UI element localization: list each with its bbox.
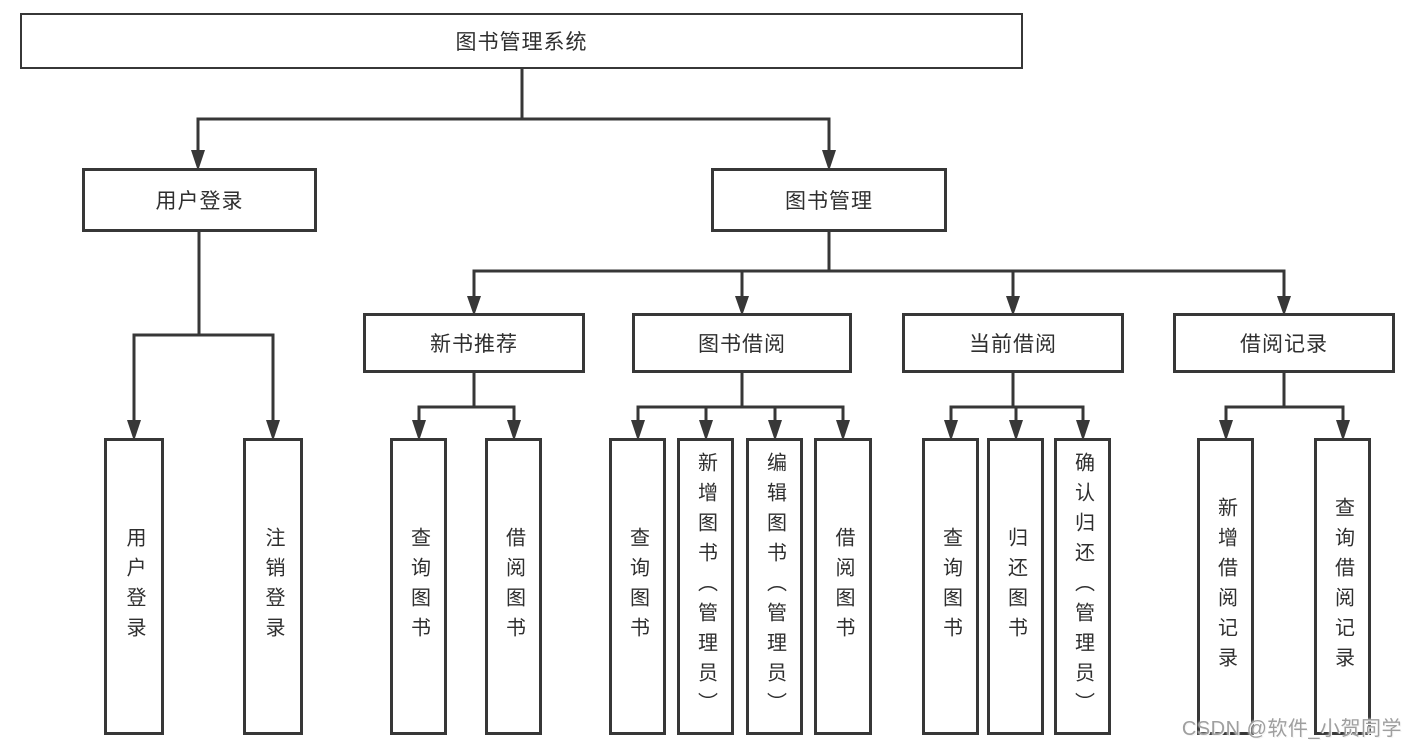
node-label: 注销登录 [262,526,284,647]
node-label: 借阅图书 [502,526,525,647]
leaf-query-books-recommend: 查询图书 [390,438,447,735]
leaf-add-borrow-record: 新增借阅记录 [1197,438,1254,735]
node-current-borrow: 当前借阅 [902,313,1124,373]
csdn-watermark: CSDN @软件_小贺同学 [1181,718,1402,740]
node-label: 图书借阅 [698,333,786,356]
node-borrow-records: 借阅记录 [1173,313,1395,373]
node-user-login: 用户登录 [82,168,317,232]
node-new-book-recommend: 新书推荐 [363,313,585,373]
node-label: 图书管理系统 [455,31,588,54]
node-label: 查询借阅记录 [1331,496,1354,677]
leaf-borrow-books-recommend: 借阅图书 [485,438,542,735]
node-book-management: 图书管理 [711,168,947,232]
node-label: 借阅图书 [832,526,854,647]
leaf-borrow-books: 借阅图书 [814,438,872,735]
node-label: 查询图书 [626,526,649,647]
leaf-add-book-admin: 新增图书（管理员） [677,438,734,735]
leaf-query-borrow-record: 查询借阅记录 [1314,438,1371,735]
node-label: 用户登录 [155,190,244,213]
leaf-query-books-borrow: 查询图书 [609,438,666,735]
leaf-query-books-current: 查询图书 [922,438,979,735]
node-label: 查询图书 [939,526,962,647]
node-label: 归还图书 [1004,526,1027,647]
node-label: 图书管理 [785,190,873,213]
node-label: 编辑图书（管理员） [763,451,786,722]
node-label: 新书推荐 [430,333,518,356]
leaf-confirm-return-admin: 确认归还（管理员） [1054,438,1111,735]
arrowheads [127,150,1350,441]
node-book-borrow: 图书借阅 [632,313,852,373]
leaf-logout: 注销登录 [243,438,303,735]
node-library-system: 图书管理系统 [20,13,1023,69]
leaf-edit-book-admin: 编辑图书（管理员） [746,438,803,735]
node-label: 借阅记录 [1240,333,1328,356]
node-label: 用户登录 [123,526,145,647]
node-label: 新增借阅记录 [1214,496,1237,677]
node-label: 查询图书 [407,526,430,647]
node-label: 当前借阅 [969,333,1057,356]
node-label: 确认归还（管理员） [1071,451,1094,722]
leaf-user-login: 用户登录 [104,438,164,735]
leaf-return-book: 归还图书 [987,438,1044,735]
node-label: 新增图书（管理员） [694,451,717,722]
